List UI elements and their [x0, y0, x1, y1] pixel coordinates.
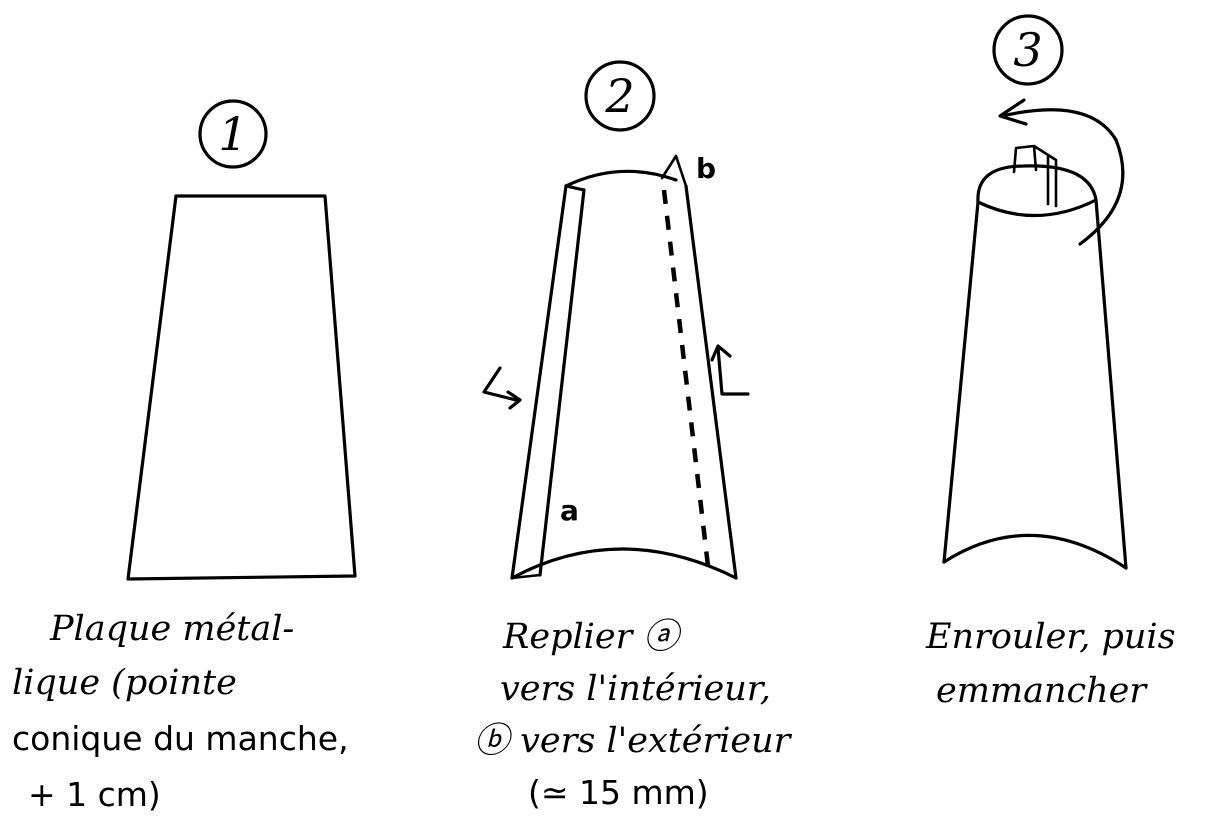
step-2-right-fold-arrow [710, 344, 750, 396]
step-1-caption-line-1: Plaque métal- [49, 609, 294, 649]
step-3-roll-arrow [1000, 108, 1125, 246]
step-2-left-fold-outer [510, 184, 568, 580]
step-3-cone-left-side [942, 200, 980, 564]
step-2-left-fold-inner [538, 188, 586, 577]
step-3-cone-top-front [976, 198, 1098, 218]
step-2-left-fold-arrow [482, 366, 522, 410]
step-2-caption-line-4: (≃ 15 mm) [528, 773, 709, 812]
step-2-caption-line-1: Replier ⓐ [502, 617, 683, 657]
step-1-caption-line-4: + 1 cm) [28, 775, 161, 814]
step-3-cone-bottom [942, 533, 1128, 570]
step-2-caption-line-2: vers l'intérieur, [500, 669, 771, 709]
step-1-caption-line-2: lique (pointe [12, 663, 237, 703]
step-3-cone-right-side [1094, 198, 1128, 570]
step-1-number: 1 [218, 107, 247, 161]
label-b: b [696, 152, 716, 185]
step-3-roll-arrow-head [998, 98, 1028, 126]
step-3-roll-detail [1012, 144, 1058, 208]
metal-plate-trapezoid [126, 194, 357, 581]
step-2-top-edge [564, 169, 678, 188]
step-3-cone-top [976, 164, 1098, 204]
step-3-number-circle [992, 14, 1064, 86]
step-2: 2 a b Replier ⓐ vers l'intérieur, ⓑ vers… [474, 60, 793, 812]
label-a: a [560, 494, 579, 527]
step-3: 3 Enrouler, puis emmancher [925, 14, 1176, 711]
step-1-caption-line-3: conique du manche, [12, 719, 349, 758]
step-2-bottom-fold-edge [510, 573, 542, 580]
step-2-fold-corner-b [660, 154, 688, 188]
step-3-number: 3 [1013, 23, 1042, 77]
step-2-caption-line-3: ⓑ vers l'extérieur [474, 721, 793, 761]
step-2-number-circle [584, 60, 656, 132]
step-2-fold-line-dashed [661, 189, 711, 567]
step-3-caption-line-1: Enrouler, puis [925, 617, 1176, 657]
step-2-number: 2 [604, 69, 634, 123]
step-2-bottom-edge [510, 547, 738, 580]
step-1-number-circle [198, 99, 268, 169]
step-3-caption-line-2: emmancher [936, 671, 1148, 711]
step-1: 1 Plaque métal- lique (pointe conique du… [12, 99, 357, 814]
step-2-right-edge [684, 184, 738, 580]
step-2-left-fold-top [564, 184, 586, 192]
